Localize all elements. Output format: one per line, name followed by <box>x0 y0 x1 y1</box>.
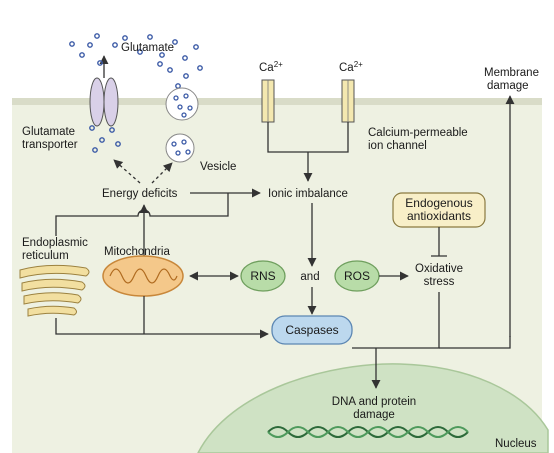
glutamate-transporter-label-2: transporter <box>22 139 78 151</box>
antioxidants-label-1: Endogenous <box>405 196 472 210</box>
endogenous-antioxidants-box: Endogenous antioxidants <box>392 192 486 228</box>
oxidative-stress-label-1: Oxidative <box>415 263 463 275</box>
cell-membrane <box>12 98 542 105</box>
ca-left-charge: 2+ <box>274 60 283 69</box>
calcium-channel-right <box>341 79 355 123</box>
calcium-channel-left <box>261 79 275 123</box>
mitochondrion <box>102 255 184 297</box>
glutamate-transporter <box>89 77 119 127</box>
energy-deficits-label: Energy deficits <box>102 188 178 200</box>
ca-right-charge: 2+ <box>354 60 363 69</box>
dna-damage-label-2: damage <box>353 409 395 421</box>
ca-right-label: Ca2+ <box>339 60 363 74</box>
mitochondria-label: Mitochondria <box>104 246 170 258</box>
to-membrane-line <box>439 336 511 349</box>
dna-damage-label-1: DNA and protein <box>332 396 416 408</box>
ros-label: ROS <box>344 269 370 283</box>
ca-right-text: Ca <box>339 62 354 74</box>
caspases-label: Caspases <box>285 323 338 337</box>
membrane-damage-label-1: Membrane <box>484 67 539 79</box>
vesicle-lower <box>165 133 195 163</box>
ca-left-text: Ca <box>259 62 274 74</box>
oxidative-stress-label-2: stress <box>424 276 455 288</box>
nucleus-label: Nucleus <box>495 438 537 450</box>
er-to-caspases-arrow <box>55 318 269 339</box>
and-label: and <box>300 271 319 283</box>
glutamate-molecules <box>69 33 203 153</box>
er-label-1: Endoplasmic <box>22 237 88 249</box>
ros-node: ROS <box>334 260 380 292</box>
rns-node: RNS <box>240 260 286 292</box>
vesicle-label: Vesicle <box>200 161 236 173</box>
rns-label: RNS <box>250 269 275 283</box>
ca-left-label: Ca2+ <box>259 60 283 74</box>
ionic-imbalance-label: Ionic imbalance <box>268 188 348 200</box>
energy-to-vesicle-dashed-arrow <box>151 162 173 184</box>
vesicle-upper <box>165 87 199 121</box>
calcium-channel-label-2: ion channel <box>368 140 427 152</box>
membrane-damage-label-2: damage <box>487 80 529 92</box>
caspases-box: Caspases <box>271 315 353 345</box>
dna-double-helix <box>267 426 469 438</box>
glutamate-transporter-label-1: Glutamate <box>22 126 75 138</box>
calcium-channel-label-1: Calcium-permeable <box>368 127 468 139</box>
glutamate-label: Glutamate <box>121 42 174 54</box>
antioxidants-inhibit-line <box>431 227 447 257</box>
endoplasmic-reticulum <box>19 264 90 317</box>
er-label-2: reticulum <box>22 250 69 262</box>
antioxidants-label-2: antioxidants <box>407 209 471 223</box>
